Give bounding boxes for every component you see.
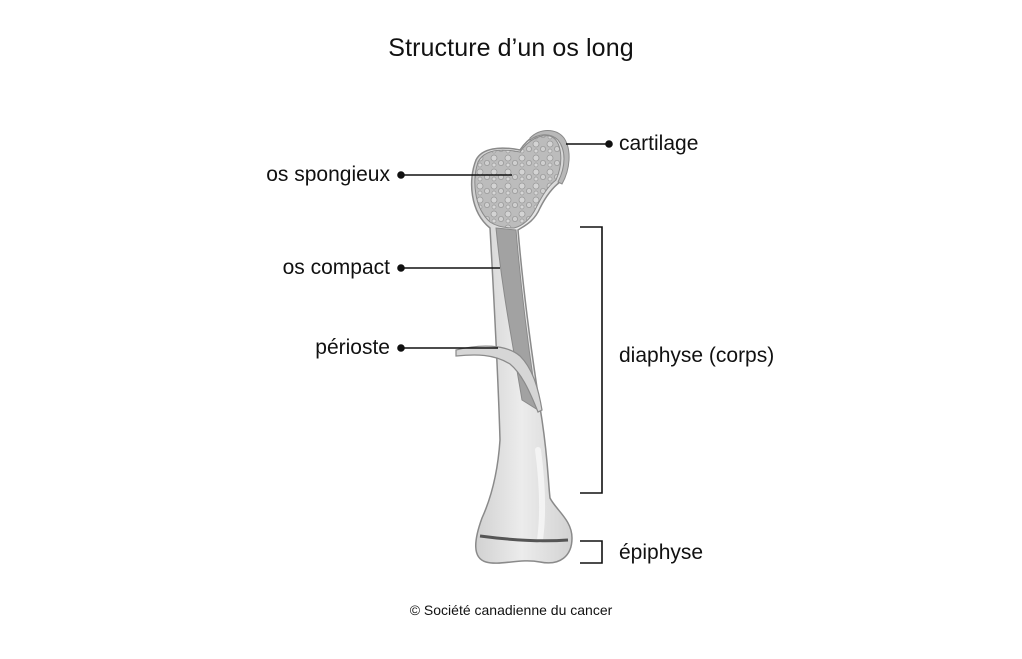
label-periosteum: périoste <box>315 336 390 359</box>
growth-plate-line <box>479 534 569 543</box>
shaft-highlight <box>535 447 546 543</box>
page-title: Structure d’un os long <box>388 34 634 62</box>
label-cartilage: cartilage <box>619 132 699 155</box>
dot-spongy <box>397 171 405 179</box>
leader-lines <box>397 140 613 352</box>
copyright-notice: © Société canadienne du cancer <box>409 602 613 618</box>
cartilage-cap <box>529 130 570 185</box>
label-epiphysis: épiphyse <box>619 541 704 564</box>
label-diaphysis: diaphyse (corps) <box>619 344 775 367</box>
epiphysis-bracket <box>580 540 603 564</box>
dot-compact <box>397 264 405 272</box>
diaphysis-bracket <box>580 226 603 494</box>
periosteum-flap <box>455 345 543 413</box>
brackets <box>580 226 603 564</box>
spongy-bone-region <box>474 135 562 229</box>
label-compact-bone: os compact <box>282 256 390 279</box>
label-spongy-bone: os spongieux <box>266 163 390 186</box>
dot-periosteum <box>397 344 405 352</box>
dot-cartilage <box>605 140 613 148</box>
